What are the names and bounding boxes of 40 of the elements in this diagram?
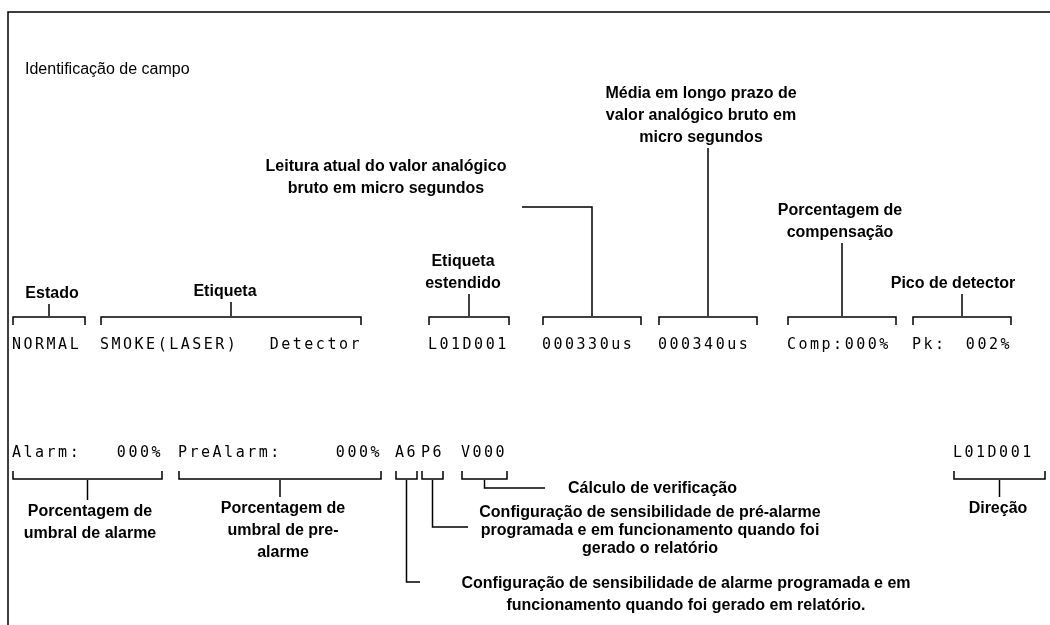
printout-text: 000340us (658, 336, 752, 352)
leader-line (86, 479, 89, 501)
leader-line (521, 206, 593, 317)
leader-line (48, 303, 50, 317)
leader-line (230, 301, 232, 317)
callout-label: Etiqueta estendido (416, 250, 510, 294)
callout-label: Estado (16, 282, 88, 304)
leader-line (468, 293, 470, 317)
heading: Identificação de campo (25, 60, 190, 78)
callout-label: Média em longo prazo de valor analógico bruto em micro segundos (598, 82, 804, 148)
printout-text: NORMAL (12, 336, 83, 352)
printout-text: L01D001 (428, 336, 510, 352)
printout-text: Alarm: 000% (12, 444, 163, 460)
leader-line (279, 479, 281, 498)
callout-label: Cálculo de verificação (545, 477, 760, 499)
printout-text: A6 (395, 444, 418, 460)
leader-line (961, 293, 963, 317)
leader-line (405, 479, 421, 583)
leader-line (483, 479, 546, 489)
printout-text: V000 (461, 444, 508, 460)
printout-text: L01D001 (953, 444, 1035, 460)
leader-line (431, 479, 469, 528)
callout-label: Porcentagem de compensação (750, 199, 930, 243)
callout-label: Configuração de sensibilidade de pré-alarme programada e em funcionamento quando foi gerado o relatório (468, 503, 832, 557)
printout-text: P6 (421, 444, 444, 460)
printout-text: Pk: 002% (912, 336, 1012, 352)
printout-text: Comp:000% (787, 336, 892, 352)
printout-text: 000330us (542, 336, 636, 352)
leader-line (998, 479, 1001, 498)
callout-label: Etiqueta (178, 280, 272, 302)
callout-label: Porcentagem de umbral de alarme (18, 500, 162, 544)
callout-label: Pico de detector (880, 272, 1026, 294)
leader-line (707, 147, 709, 317)
callout-label: Configuração de sensibilidade de alarme programada e em funcionamento quando foi gerado em relatório. (420, 572, 952, 616)
callout-label: Direção (958, 497, 1038, 519)
callout-label: Porcentagem de umbral de pre-alarme (210, 497, 356, 563)
printout-text: SMOKE(LASER) Detector (100, 336, 362, 352)
printout-text: PreAlarm: 000% (178, 444, 382, 460)
callout-label: Leitura atual do valor analógico bruto em micro segundos (250, 155, 522, 199)
leader-line (841, 242, 843, 317)
